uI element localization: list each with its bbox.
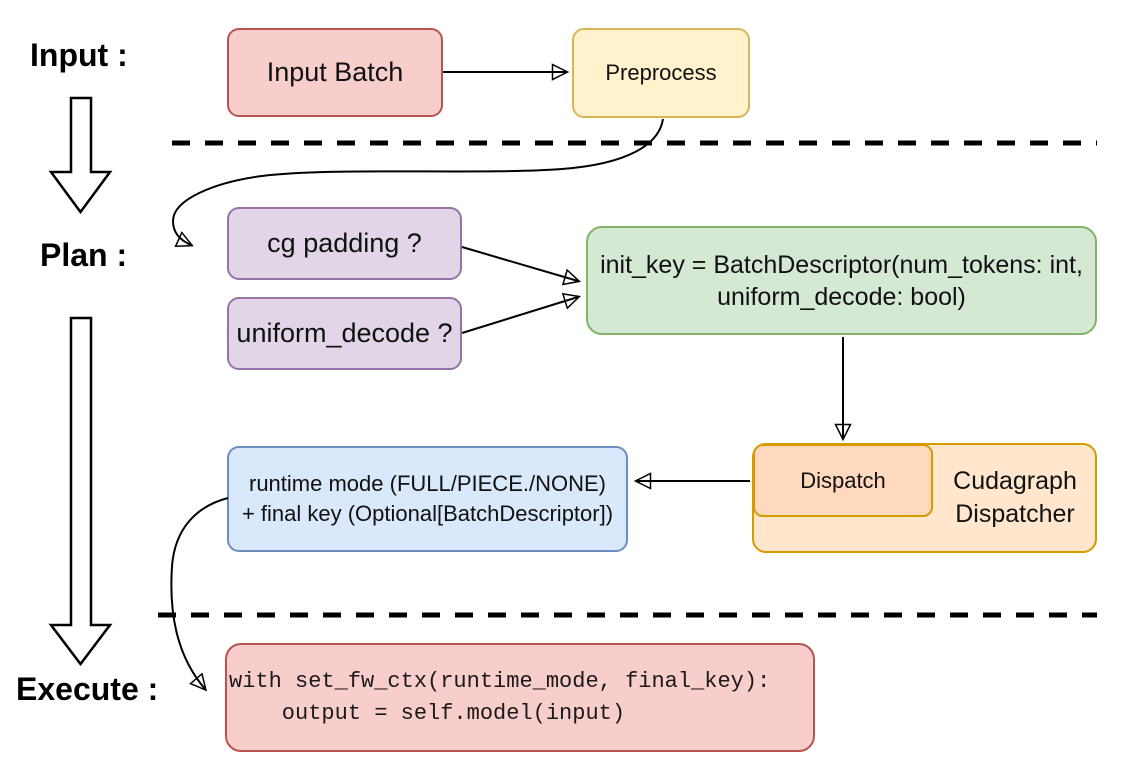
arrow-runtime-mode-to-execute-code	[170, 497, 229, 689]
section-label-execute: Execute :	[16, 671, 159, 707]
node-init-key-line1: init_key = BatchDescriptor(num_tokens: i…	[600, 250, 1083, 279]
node-dispatch: Dispatch	[753, 444, 933, 517]
hollow-arrow-plan-to-execute	[48, 316, 113, 667]
node-uniform-decode-label: uniform_decode ?	[236, 317, 453, 348]
section-label-plan: Plan :	[40, 237, 128, 273]
node-input-batch: Input Batch	[227, 28, 443, 117]
node-cg-padding: cg padding ?	[227, 207, 462, 280]
node-preprocess: Preprocess	[572, 28, 750, 118]
execute-code-line1: with set_fw_ctx(runtime_mode, final_key)…	[229, 668, 771, 694]
section-label-input: Input :	[30, 37, 128, 73]
node-runtime-mode-line1: runtime mode (FULL/PIECE./NONE)	[249, 471, 606, 496]
node-preprocess-label: Preprocess	[605, 60, 717, 86]
cudagraph-line1: Cudagraph	[953, 467, 1077, 495]
node-uniform-decode: uniform_decode ?	[227, 297, 462, 370]
node-cudagraph-dispatcher-label: Cudagraph Dispatcher	[933, 443, 1097, 553]
node-init-key-line2: uniform_decode: bool)	[717, 282, 966, 311]
node-runtime-mode-line2: + final key (Optional[BatchDescriptor])	[241, 501, 614, 526]
execute-code-line2: output = self.model(input)	[229, 700, 626, 726]
arrow-uniform-decode-to-init-key	[461, 297, 578, 334]
node-runtime-mode: runtime mode (FULL/PIECE./NONE) + final …	[227, 446, 628, 552]
node-execute-code: with set_fw_ctx(runtime_mode, final_key)…	[225, 643, 815, 752]
cudagraph-line2: Dispatcher	[955, 500, 1075, 528]
node-dispatch-label: Dispatch	[800, 467, 886, 493]
node-cg-padding-label: cg padding ?	[267, 227, 422, 258]
hollow-arrow-input-to-plan	[48, 96, 113, 215]
node-init-key: init_key = BatchDescriptor(num_tokens: i…	[586, 226, 1097, 335]
node-input-batch-label: Input Batch	[266, 56, 404, 87]
arrow-cg-padding-to-init-key	[461, 246, 578, 281]
